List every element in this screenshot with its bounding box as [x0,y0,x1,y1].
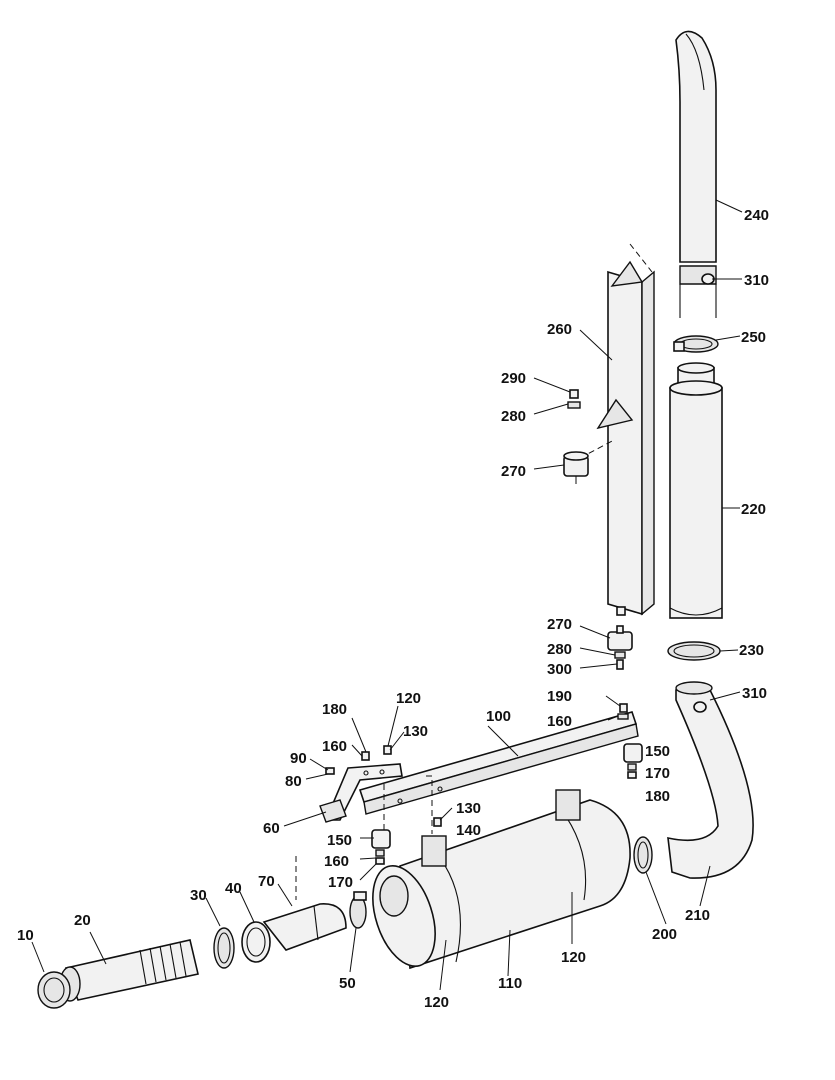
callout-140-upper: 130 [403,723,428,740]
clamp-10 [37,971,71,1009]
callout-300: 300 [547,661,572,678]
callout-170-right: 180 [645,788,670,805]
bracket-260 [596,260,655,616]
callout-290: 290 [501,370,526,387]
callout-230: 230 [739,642,764,659]
bolts-130-140 [325,745,392,775]
muffler-110 [372,789,631,970]
callout-50: 50 [339,975,356,992]
flexpipe-20 [59,939,199,1002]
callout-90: 90 [290,750,307,767]
callout-280-upper: 280 [501,408,526,425]
bracket-100 [358,711,639,815]
rail-guide [383,775,433,840]
callout-40: 40 [225,880,242,897]
callout-100: 100 [486,708,511,725]
clamp-30 [213,927,235,969]
callout-260: 260 [547,321,572,338]
assembly-guide [579,243,653,459]
callout-110: 110 [498,975,522,992]
leader-lines [31,199,743,991]
callout-270-lower: 270 [547,616,572,633]
silencer-220 [669,362,723,619]
callout-160-left: 160 [324,853,349,870]
bolt-290 [567,389,581,409]
clamp-310-upper [679,265,717,285]
callout-310-upper: 310 [744,272,769,289]
clamp-50 [349,891,367,929]
callout-160-right: 170 [645,765,670,782]
callout-180: 180 [322,701,347,718]
mount-150-left [371,817,442,865]
callout-160-bracket: 160 [322,738,347,755]
callout-310-lower: 310 [742,685,767,702]
mount-270-lower [607,625,633,670]
mount-270-upper [563,451,589,484]
callout-10: 10 [17,927,34,944]
callout-80: 80 [285,773,302,790]
callout-160-rail: 160 [547,713,572,730]
callout-70: 70 [258,873,275,890]
callout-250: 250 [741,329,766,346]
sleeve-40 [241,921,271,963]
callout-130-upper: 120 [396,690,421,707]
callout-210: 210 [685,907,710,924]
clamp-230 [667,641,721,661]
callout-150-left: 150 [327,832,352,849]
callout-200: 200 [652,926,677,943]
tailpipe-240 [675,30,717,263]
callout-120-right: 120 [561,949,586,966]
callout-140-lower: 140 [456,822,481,839]
callout-270-upper: 270 [501,463,526,480]
callout-190: 190 [547,688,572,705]
callout-170-left: 170 [328,874,353,891]
callout-150-right: 150 [645,743,670,760]
pipe-stub [679,284,717,318]
callout-30: 30 [190,887,207,904]
mount-150-right [623,743,643,779]
callout-130-lower: 130 [456,800,481,817]
clamp-200 [633,836,653,874]
bracket-60 [319,763,403,823]
callout-280-lower: 280 [547,641,572,658]
callout-60: 60 [263,820,280,837]
clamp-250 [673,335,719,353]
callout-220: 220 [741,501,766,518]
pipe-210 [667,681,754,879]
callout-120-left: 120 [424,994,449,1011]
callout-20: 20 [74,912,91,929]
elbow-70 [262,903,347,951]
callout-240: 240 [744,207,769,224]
